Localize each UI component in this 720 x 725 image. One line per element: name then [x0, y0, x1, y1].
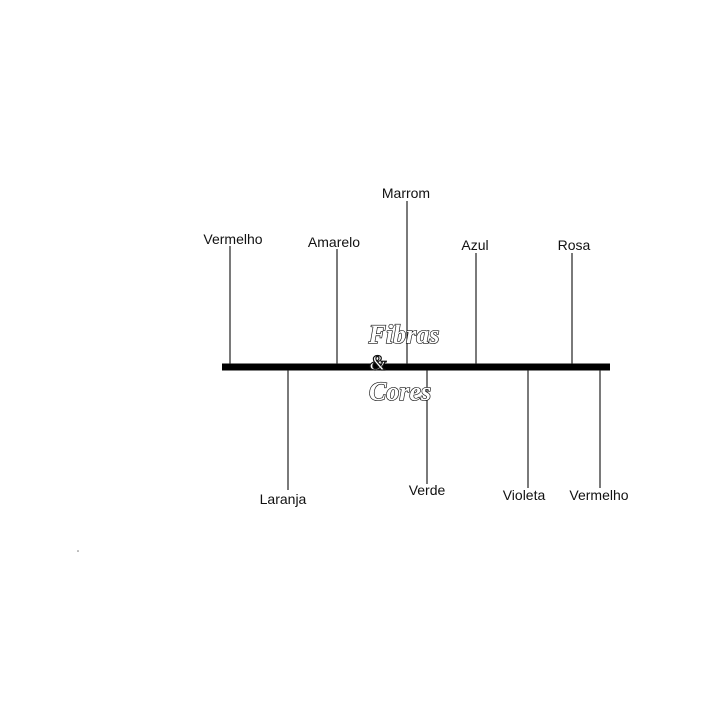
label-top-vermelho: Vermelho [203, 231, 262, 247]
stray-dot [77, 550, 79, 552]
label-top-rosa: Rosa [558, 237, 591, 253]
title-ampersand: & [369, 350, 386, 375]
label-bottom-violeta: Violeta [503, 487, 546, 503]
title-line2: Cores [369, 377, 431, 406]
label-bottom-laranja: Laranja [260, 491, 307, 507]
label-bottom-vermelho: Vermelho [569, 487, 628, 503]
title-line1: Fibras [368, 320, 440, 349]
label-top-marrom: Marrom [382, 185, 430, 201]
label-bottom-verde: Verde [409, 482, 446, 498]
label-top-azul: Azul [461, 237, 488, 253]
label-top-amarelo: Amarelo [308, 234, 360, 250]
